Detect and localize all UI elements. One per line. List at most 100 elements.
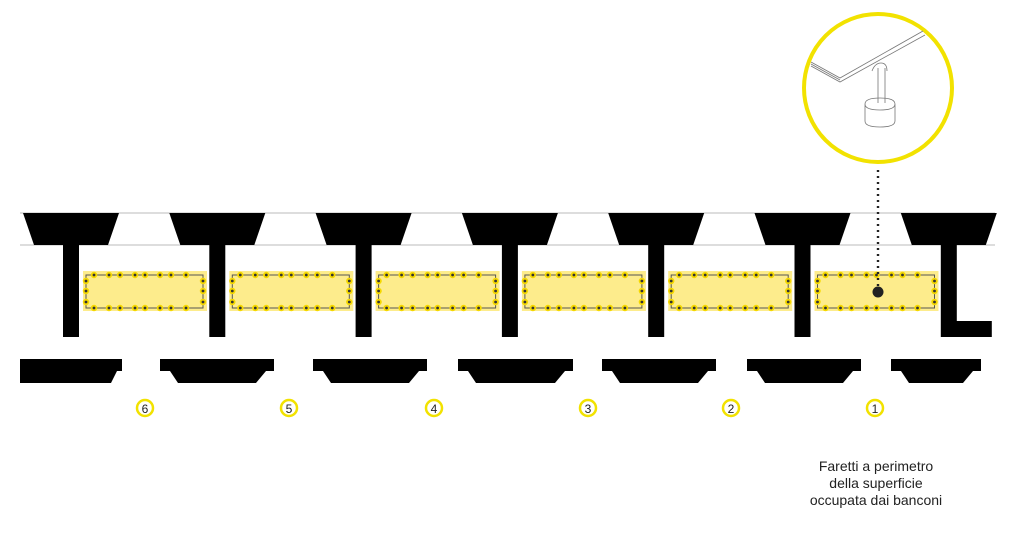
spotlight-dot — [84, 279, 88, 283]
counter-area-5 — [229, 271, 354, 312]
spotlight-dot — [462, 273, 465, 277]
spotlight-dot — [933, 289, 936, 293]
spotlight-dot — [692, 273, 696, 277]
spotlight-dot — [377, 279, 380, 283]
spotlight-dot — [330, 306, 334, 310]
spotlight-dot — [916, 273, 919, 277]
spotlight-dot — [597, 273, 601, 277]
spotlight-dot — [289, 306, 293, 310]
spotlight-dot — [850, 273, 853, 277]
spotlight-dot — [253, 306, 257, 310]
spotlight-dot — [436, 273, 439, 277]
top-counter — [461, 213, 558, 245]
spotlight-dot — [279, 306, 283, 310]
spotlight-dot — [572, 273, 576, 277]
bay-number: 2 — [728, 402, 735, 416]
spotlight-dot — [494, 289, 497, 293]
spotlight-dot — [184, 306, 188, 310]
spotlight-dot — [264, 306, 268, 310]
spotlight-dot — [304, 306, 308, 310]
leader-endpoint — [872, 286, 884, 298]
spotlight-dot — [330, 273, 334, 277]
spotlight-base — [864, 97, 896, 128]
counter-stem — [648, 245, 665, 337]
spotlight-dot — [743, 273, 747, 277]
spotlight-dot — [169, 306, 173, 310]
spotlight-dot — [608, 306, 612, 310]
spotlight-dot — [347, 289, 351, 293]
spotlight-dot — [523, 300, 527, 304]
spotlight-dot — [824, 306, 827, 310]
spotlight-dot — [839, 273, 842, 277]
spotlight-dot — [901, 306, 904, 310]
spotlight-dot — [92, 306, 96, 310]
spotlight-dot — [238, 306, 242, 310]
spotlight-dot — [436, 306, 439, 310]
spotlight-dot — [890, 273, 893, 277]
spotlight-dot — [411, 273, 414, 277]
spotlight-dot — [133, 306, 137, 310]
spotlight-dot — [728, 273, 732, 277]
spotlight-dot — [201, 279, 205, 283]
spotlight-dot — [839, 306, 842, 310]
bottom-counter — [458, 359, 573, 383]
counter-stem — [501, 245, 518, 337]
spotlight-dot — [377, 300, 380, 304]
spotlight-dot — [786, 279, 790, 283]
spotlight-dot — [230, 289, 234, 293]
bay-number: 6 — [142, 402, 149, 416]
counter-stem — [794, 245, 811, 337]
top-counter — [315, 213, 412, 245]
spotlight-dot — [315, 273, 319, 277]
bay-number-badge — [578, 398, 598, 418]
spotlight-dot — [786, 289, 790, 293]
spotlight-dot — [718, 306, 722, 310]
spotlight-dot — [677, 273, 681, 277]
spotlight-dot — [523, 289, 527, 293]
bay-number-badge — [135, 398, 155, 418]
spotlight-dot — [158, 306, 162, 310]
spotlight-dot — [84, 300, 88, 304]
spotlight-dot — [933, 300, 936, 304]
spotlight-dot — [201, 289, 205, 293]
bay-number: 5 — [286, 402, 293, 416]
spotlight-dot — [377, 289, 380, 293]
spotlight-dot — [451, 306, 454, 310]
spotlight-dot — [184, 273, 188, 277]
panel-edge — [810, 30, 926, 83]
spotlight-dot — [901, 273, 904, 277]
spotlight-dot — [531, 306, 535, 310]
spotlight-dot — [107, 273, 111, 277]
bay-number: 1 — [872, 402, 879, 416]
spotlight-dot — [385, 306, 388, 310]
spotlight-dot — [118, 306, 122, 310]
bay-number: 3 — [585, 402, 592, 416]
spotlight-dot — [347, 279, 351, 283]
top-counter — [608, 213, 705, 245]
spotlight-dot — [582, 306, 586, 310]
spotlight-dot — [677, 306, 681, 310]
spotlight-dot — [230, 300, 234, 304]
counter-area-3 — [521, 271, 646, 312]
spotlight-dot — [169, 273, 173, 277]
spotlight-dot — [703, 273, 707, 277]
spotlight-dot — [143, 273, 147, 277]
spotlight-dot — [158, 273, 162, 277]
spotlight-dot — [133, 273, 137, 277]
bottom-counter — [747, 359, 861, 383]
spotlight-dot — [608, 273, 612, 277]
spotlight-dot — [786, 300, 790, 304]
spotlight-on-pole-icon — [810, 30, 926, 128]
spotlight-dot — [546, 273, 550, 277]
spotlight-dot — [769, 306, 773, 310]
spotlight-dot — [279, 273, 283, 277]
bottom-counter — [160, 359, 274, 383]
spotlight-dot — [824, 273, 827, 277]
counter-stem-l — [940, 245, 992, 337]
spotlight-dot — [640, 279, 644, 283]
spotlight-dot — [816, 300, 819, 304]
spotlight-dot — [754, 273, 758, 277]
spotlight-dot — [692, 306, 696, 310]
